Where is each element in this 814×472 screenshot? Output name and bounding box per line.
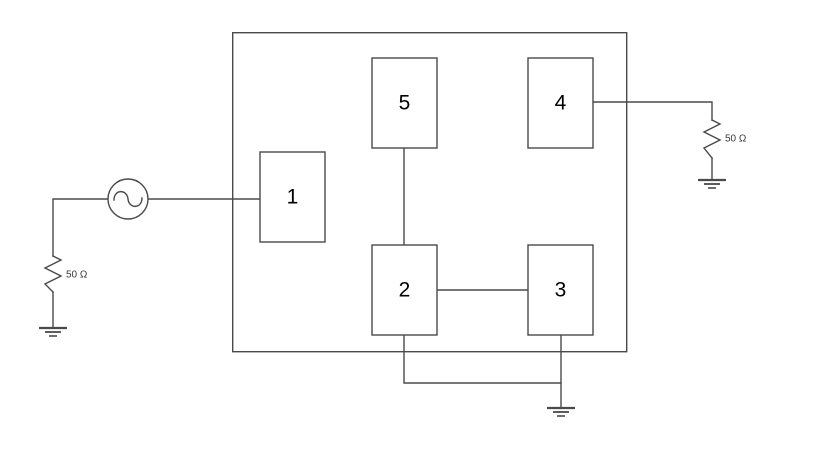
resistor-left-label: 50 Ω: [66, 270, 88, 281]
resistor-left-zigzag[interactable]: [43, 255, 63, 293]
wire-source-to-left-branch: [52, 198, 109, 257]
block-3[interactable]: 3: [527, 244, 594, 336]
resistor-right-label: 50 Ω: [725, 134, 747, 145]
block-4-rect[interactable]: [527, 57, 594, 149]
block-2-rect[interactable]: [371, 244, 438, 336]
block-2-label: 2: [399, 279, 411, 302]
block-4-label: 4: [555, 92, 567, 115]
ac-voltage-source-icon[interactable]: [107, 178, 149, 220]
ground-bottom-icon: [547, 406, 575, 417]
block-1-label: 1: [287, 186, 299, 209]
block-1-rect[interactable]: [259, 151, 326, 243]
resistor-left[interactable]: 50 Ω: [43, 255, 88, 293]
sine-wave-icon: [113, 190, 143, 208]
block-2[interactable]: 2: [371, 244, 438, 336]
block-1[interactable]: 1: [259, 151, 326, 243]
block-4[interactable]: 4: [527, 57, 594, 149]
block-5[interactable]: 5: [371, 57, 438, 149]
ground-right-icon: [698, 178, 726, 189]
block-3-rect[interactable]: [527, 244, 594, 336]
resistor-right[interactable]: 50 Ω: [702, 119, 747, 159]
resistor-right-zigzag[interactable]: [702, 119, 722, 159]
wire-block4-to-right-resistor: [592, 101, 713, 121]
ground-left-icon: [39, 326, 67, 337]
block-5-rect[interactable]: [371, 57, 438, 149]
block-3-label: 3: [555, 279, 567, 302]
block-5-label: 5: [399, 92, 411, 115]
wire-block2-down: [403, 334, 562, 384]
system-boundary-rect: [231, 32, 628, 353]
